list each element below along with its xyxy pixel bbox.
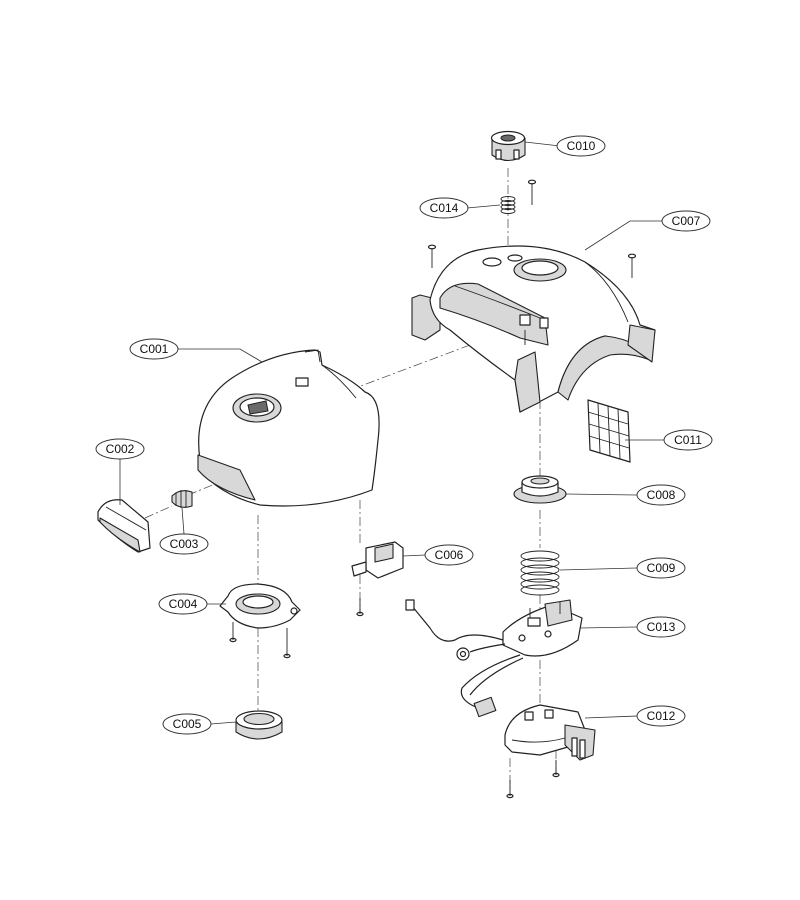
part-c012-base (504, 704, 596, 799)
callout-c014: C014 (419, 197, 469, 219)
assembly-axis-lines (144, 168, 557, 790)
part-c010-cap (490, 130, 526, 162)
callout-c011: C011 (663, 429, 713, 451)
part-c011-grid-plate (587, 399, 631, 463)
screws-top-cover (427, 179, 637, 278)
part-c005-seal-ring (235, 710, 283, 740)
svg-text:C013: C013 (647, 620, 676, 634)
part-c013-circuit-board (405, 599, 583, 718)
part-c009-spring (520, 550, 560, 596)
svg-text:C004: C004 (169, 597, 198, 611)
callout-c013: C013 (636, 616, 686, 638)
part-c008-ring (513, 475, 567, 504)
leader-lines (119, 141, 664, 725)
svg-text:C008: C008 (647, 488, 676, 502)
part-c001-front-cover (197, 349, 380, 507)
callout-c003: C003 (159, 533, 209, 555)
callout-c006: C006 (424, 544, 474, 566)
part-c003-knob (171, 490, 193, 508)
part-c007-upper-housing (411, 245, 656, 413)
callout-c008: C008 (636, 484, 686, 506)
svg-text:C009: C009 (647, 561, 676, 575)
part-c006-switch (351, 541, 404, 617)
callout-c012: C012 (636, 705, 686, 727)
svg-text:C005: C005 (173, 717, 202, 731)
part-c004-flange (219, 583, 301, 659)
callout-c010: C010 (556, 135, 606, 157)
svg-text:C006: C006 (435, 548, 464, 562)
callout-c004: C004 (158, 593, 208, 615)
callout-c005: C005 (162, 713, 212, 735)
svg-text:C007: C007 (672, 214, 701, 228)
svg-text:C010: C010 (567, 139, 596, 153)
svg-text:C011: C011 (674, 433, 702, 447)
callout-c009: C009 (636, 557, 686, 579)
callout-c002: C002 (95, 438, 145, 460)
svg-text:C003: C003 (170, 537, 199, 551)
svg-text:C014: C014 (430, 201, 459, 215)
part-c014-spring (500, 196, 516, 214)
part-c002-side-cap (97, 499, 151, 553)
callout-c007: C007 (661, 210, 711, 232)
svg-text:C002: C002 (106, 442, 135, 456)
svg-text:C001: C001 (140, 342, 169, 356)
svg-text:C012: C012 (647, 709, 676, 723)
callout-c001: C001 (129, 338, 179, 360)
